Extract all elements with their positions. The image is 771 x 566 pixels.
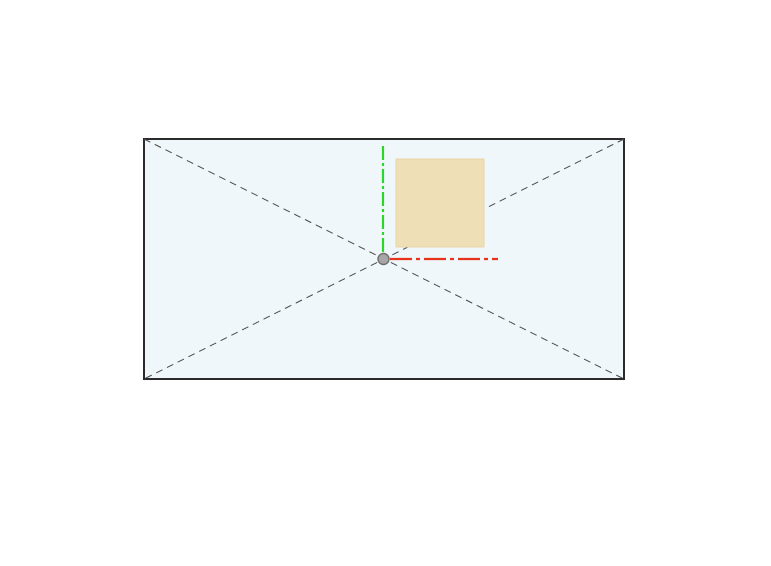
placed-block[interactable] <box>395 158 485 248</box>
origin-point-icon[interactable] <box>377 252 390 266</box>
